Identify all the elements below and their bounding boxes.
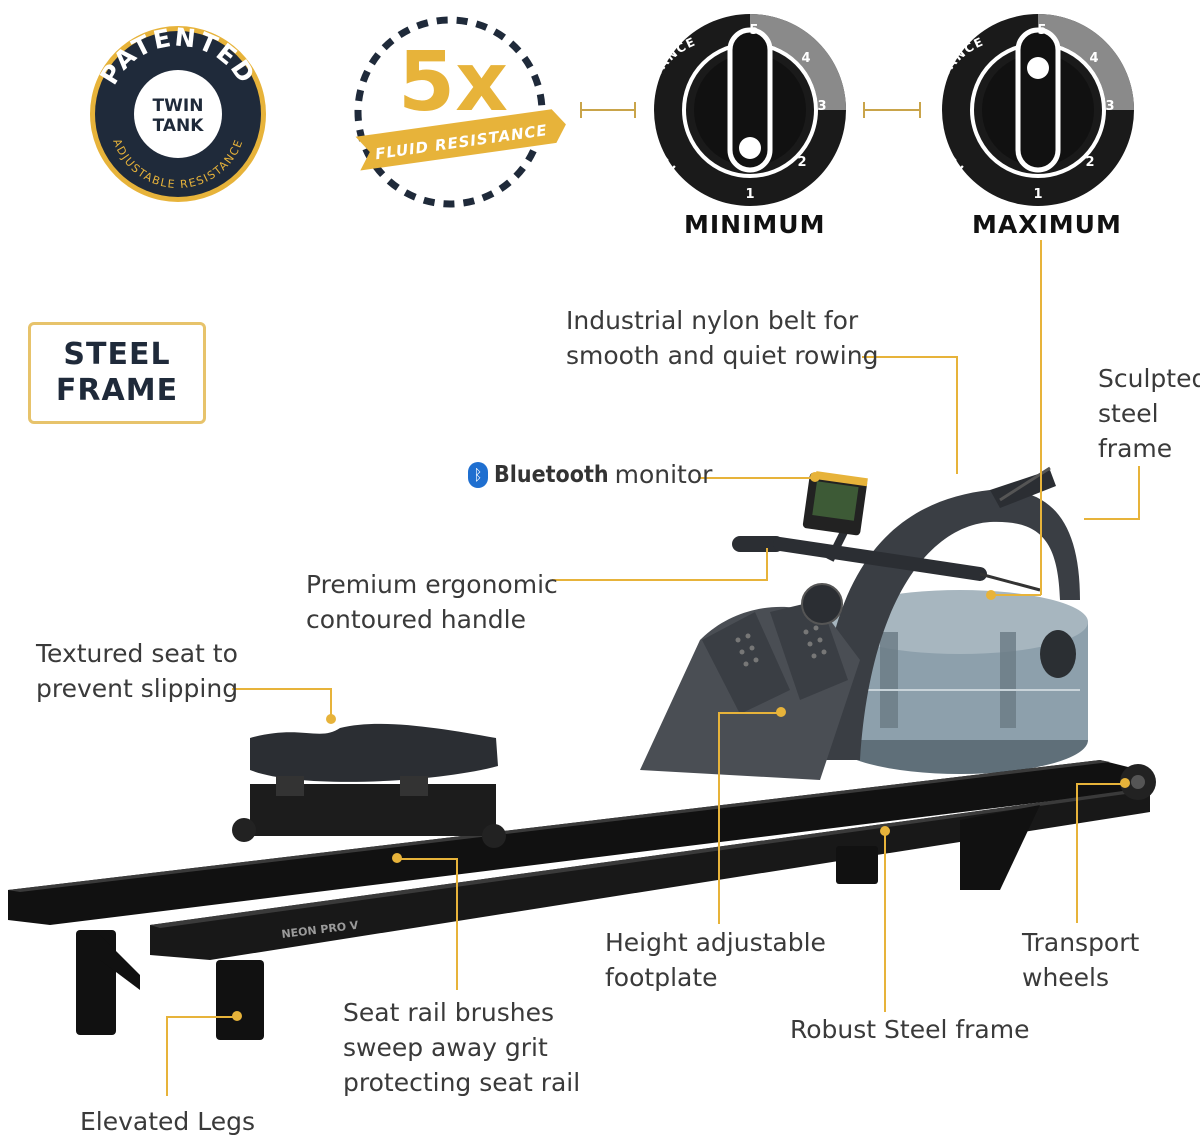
water-tank (832, 590, 1088, 774)
connector-end (580, 102, 582, 118)
callout-footplate: Height adjustable footplate (605, 928, 826, 992)
footplate-leader-h (718, 712, 780, 714)
min-tick-3: 3 (817, 99, 826, 114)
min-tick-4: 4 (801, 51, 810, 66)
callout-robust-steel-frame: Robust Steel frame (790, 1015, 1030, 1044)
callout-bluetooth-monitor: ᛒ Bluetooth monitor (468, 460, 712, 489)
steel-frame-line-2: FRAME (55, 373, 179, 408)
footplate (640, 583, 860, 780)
rowing-handle (732, 536, 1041, 592)
robust-leader-dot (880, 826, 890, 836)
max-tick-1: 1 (1033, 187, 1042, 202)
steel-frame-line-1: STEEL (63, 337, 171, 372)
max-tick-2: 2 (1085, 155, 1094, 170)
steel-frame-badge: STEEL FRAME (28, 322, 206, 424)
handle-leader-v (766, 548, 768, 581)
seat-leader-v (330, 688, 332, 718)
callout-elevated-legs: Elevated Legs (80, 1107, 255, 1136)
patented-twin-tank-badge: PATENTED ADJUSTABLE RESISTANCE TWIN TANK (90, 22, 266, 202)
wheels-leader-dot (1120, 778, 1130, 788)
callout-seat-rail-brushes: Seat rail brushes sweep away grit protec… (343, 998, 581, 1097)
bluetooth-brand-text: Bluetooth (494, 461, 609, 488)
min-dial-indicator (739, 137, 761, 159)
callout-handle: Premium ergonomic contoured handle (306, 570, 558, 634)
seat-leader-dot (326, 714, 336, 724)
maximum-label: MAXIMUM (972, 210, 1122, 239)
bluetooth-leader-dot (810, 472, 820, 482)
connector-end (919, 102, 921, 118)
max-leader-dot (986, 590, 996, 600)
min-tick-5: 5 (749, 23, 758, 38)
footplate-leader-dot (776, 707, 786, 717)
belt-leader-h (862, 356, 958, 358)
wheels-leader-h (1076, 783, 1126, 785)
callout-nylon-belt: Industrial nylon belt for smooth and qui… (566, 306, 879, 370)
handle-leader-h (552, 579, 768, 581)
seat (232, 723, 506, 848)
legs-leader-dot (232, 1011, 242, 1021)
callout-textured-seat: Textured seat to prevent slipping (36, 639, 239, 703)
belt-leader-v (956, 356, 958, 474)
bluetooth-icon: ᛒ (468, 461, 488, 488)
max-tick-4: 4 (1089, 51, 1098, 66)
badge-twin-text: TWIN (153, 96, 204, 116)
max-tick-5: 5 (1037, 23, 1046, 38)
seat-leader-h (232, 688, 332, 690)
steel-rails (8, 760, 1150, 960)
transport-wheels (1120, 764, 1156, 800)
max-dial-indicator (1027, 57, 1049, 79)
five-x-fluid-resistance-badge: 5x FLUID RESISTANCE (354, 16, 566, 208)
connector-min-to-max (863, 109, 921, 111)
connector-5x-to-min (580, 109, 636, 111)
minimum-label: MINIMUM (684, 210, 826, 239)
legs-leader-h (166, 1016, 236, 1018)
sculpted-leader-v (1138, 466, 1140, 520)
connector-end (863, 102, 865, 118)
wheels-leader-v (1076, 783, 1078, 923)
five-x-value: 5x (398, 35, 508, 130)
max-tick-3: 3 (1105, 99, 1114, 114)
brushes-leader-h (398, 858, 458, 860)
badge-tank-text: TANK (153, 116, 205, 136)
connector-end (634, 102, 636, 118)
max-leader-h (994, 594, 1041, 596)
rear-legs (836, 805, 1040, 890)
maximum-resistance-dial: FLUID RESISTANCE 1 2 3 4 5 (930, 14, 1134, 206)
sculpted-leader-h (1084, 518, 1140, 520)
robust-leader-v (884, 832, 886, 1012)
brushes-leader-v (456, 858, 458, 990)
bluetooth-monitor-text: monitor (614, 460, 713, 489)
brushes-leader-dot (392, 853, 402, 863)
callout-transport-wheels: Transport wheels (1022, 928, 1140, 992)
footplate-leader-v (718, 712, 720, 924)
front-legs (76, 930, 264, 1040)
bluetooth-monitor (802, 471, 868, 562)
max-leader-v (1040, 240, 1042, 595)
minimum-resistance-dial: FLUID RESISTANCE 1 2 3 4 5 (642, 14, 846, 206)
min-tick-2: 2 (797, 155, 806, 170)
legs-leader-v (166, 1016, 168, 1096)
callout-sculpted-frame: Sculpted steel frame (1098, 364, 1200, 463)
min-tick-1: 1 (745, 187, 754, 202)
bluetooth-leader-h (698, 477, 814, 479)
